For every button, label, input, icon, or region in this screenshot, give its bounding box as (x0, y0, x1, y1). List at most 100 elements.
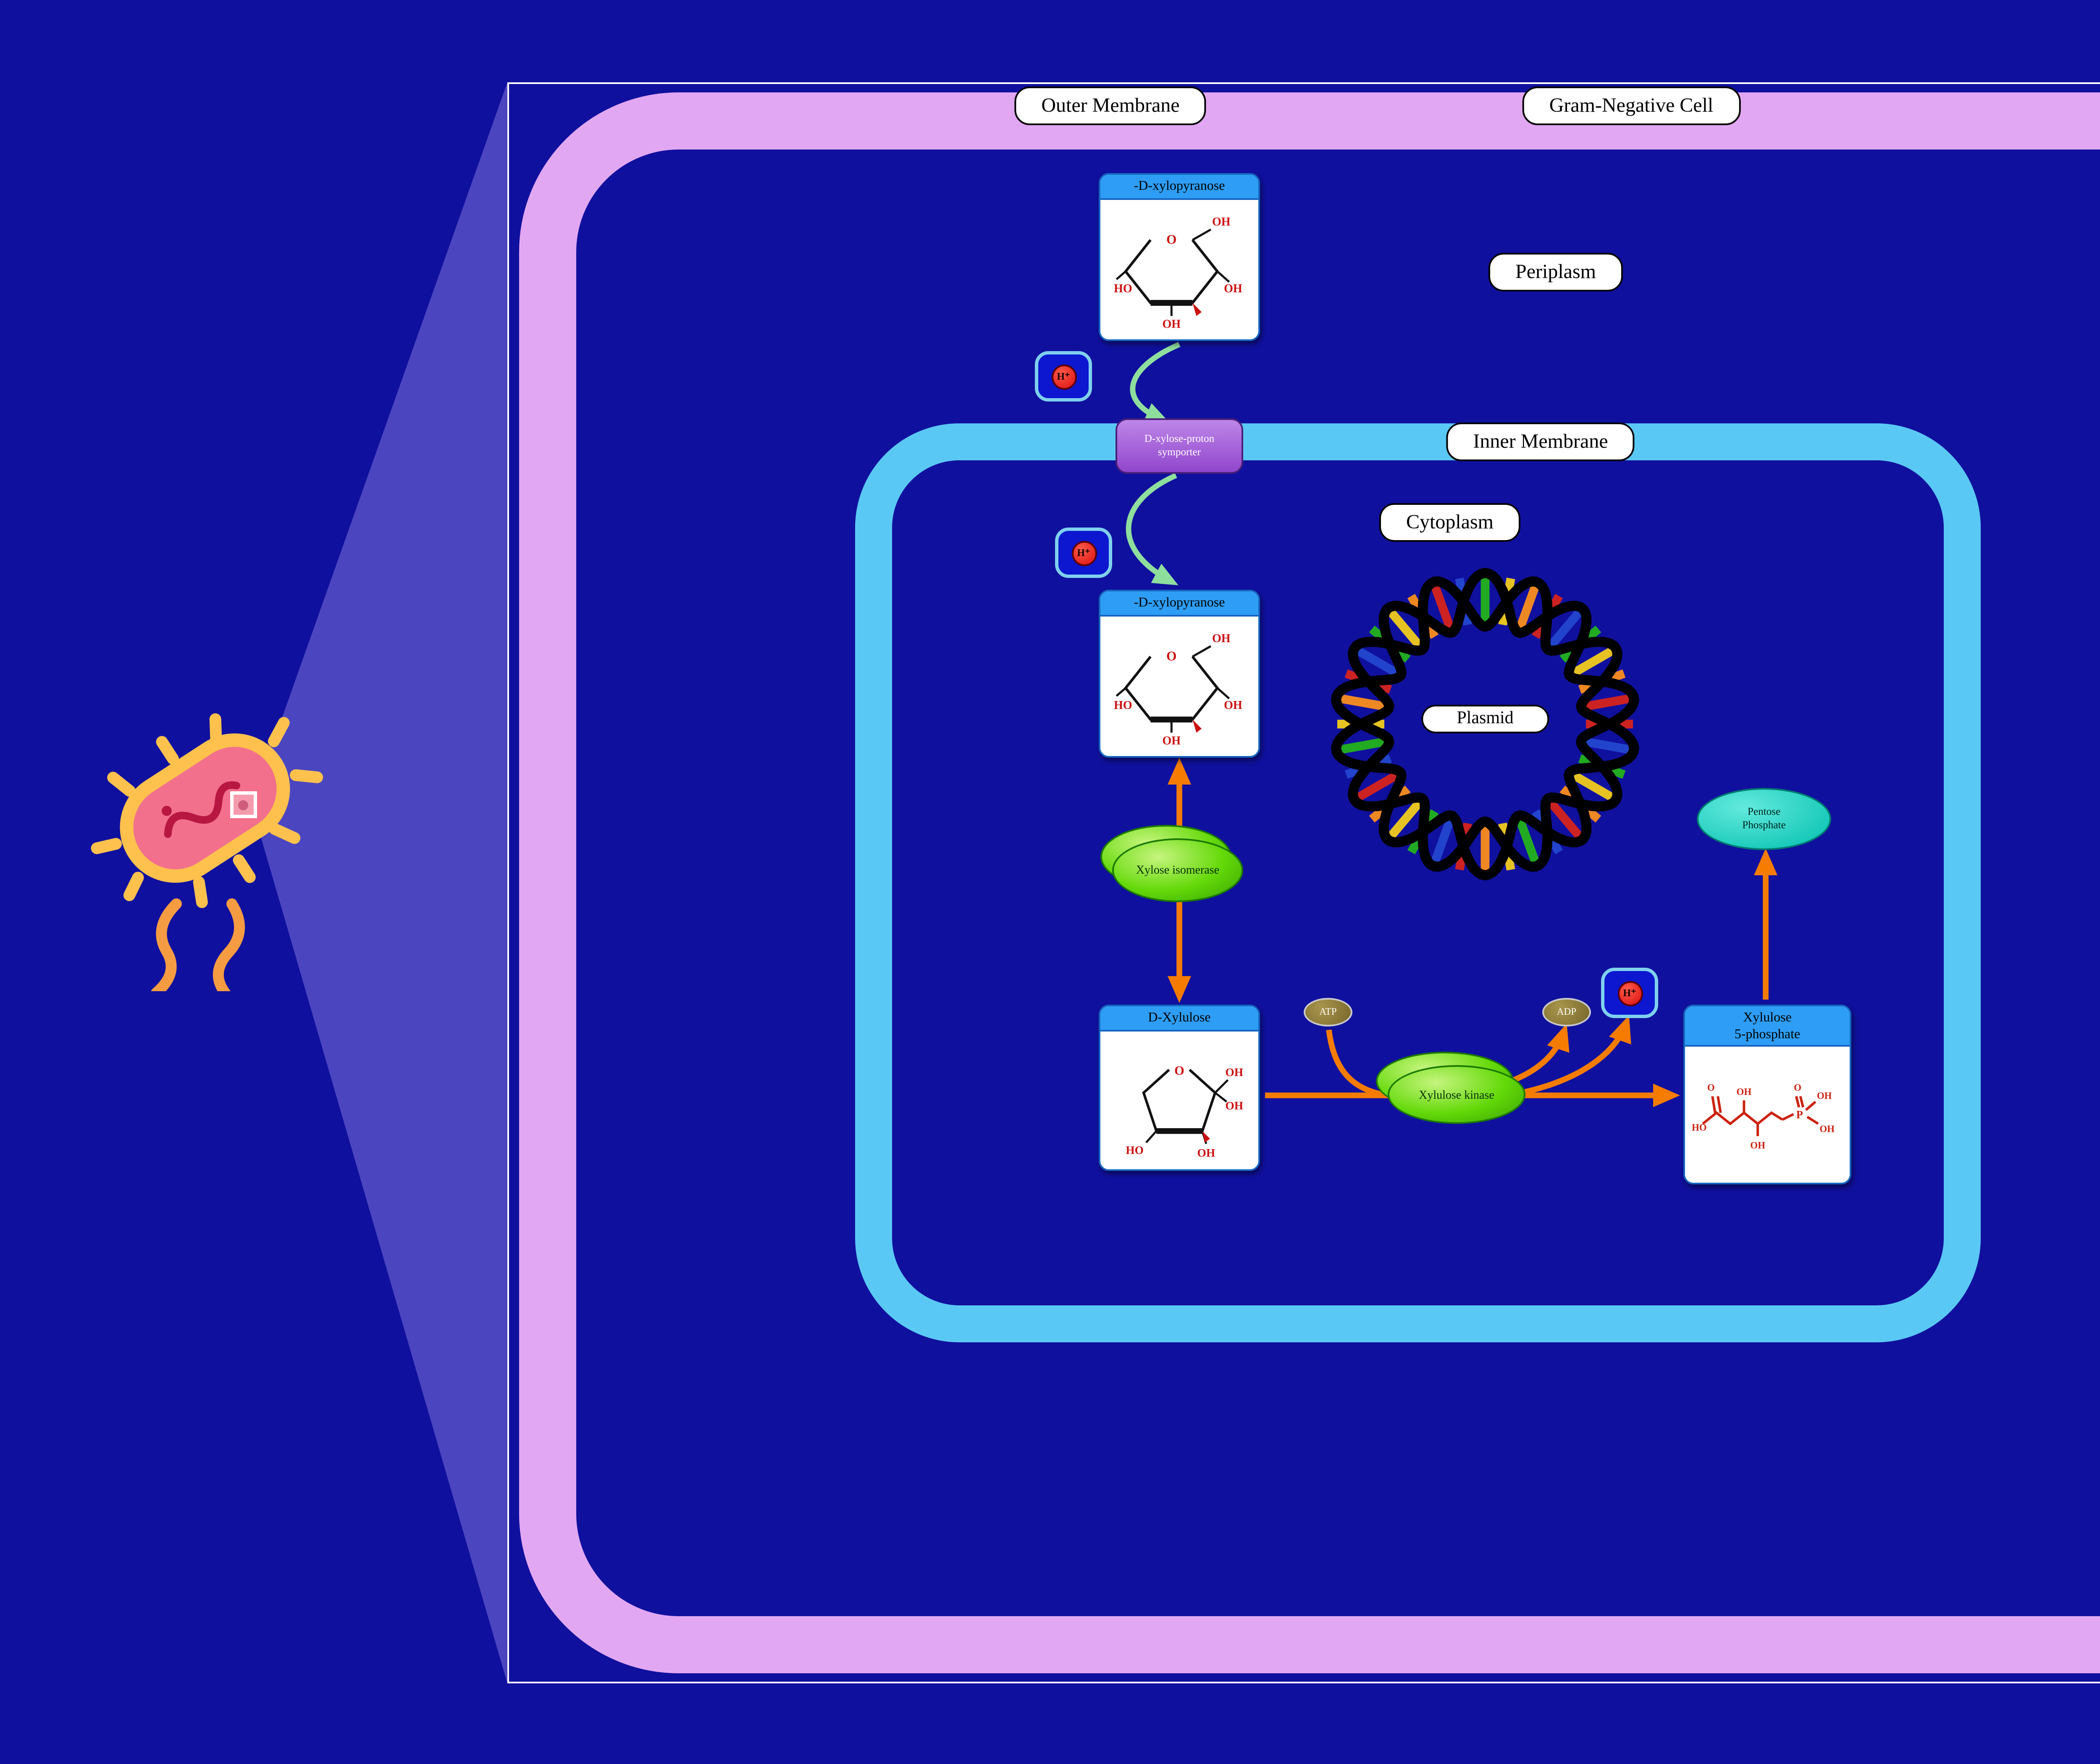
enzyme-xylose-isomerase: Xylose isomerase (1100, 825, 1243, 902)
pentose-line1: Pentose (1747, 806, 1781, 818)
molecule-structure: HO O OH OH P O OH OH (1685, 1047, 1850, 1183)
zoom-beam-triangle (255, 82, 507, 1683)
molecule-title: D-Xylulose (1100, 1006, 1258, 1031)
proton-icon-cytoplasm: H⁺ (1055, 528, 1112, 578)
x5p-title-line2: 5-phosphate (1734, 1026, 1801, 1041)
chem-ho: HO (1114, 283, 1132, 296)
arrow-proton-out (1516, 1015, 1631, 1097)
pentose-line2: Phosphate (1742, 819, 1786, 831)
plasmid-rung (1515, 817, 1540, 865)
label-gram-negative-cell: Gram-Negative Cell (1522, 87, 1740, 125)
flagellum (151, 898, 182, 991)
granule (238, 800, 249, 811)
plasmid-rung (1354, 770, 1400, 802)
cofactor-adp: ADP (1542, 998, 1591, 1026)
molecule-title: -D-xylopyranose (1100, 591, 1258, 616)
chem-oh: OH (1162, 735, 1181, 747)
molecule-box-cytoplasm-xylopyranose: -D-xylopyranose O OH OH OH HO (1099, 590, 1260, 758)
zoom-source-square (230, 791, 257, 818)
arrow-xylose-into-symporter (1130, 342, 1181, 424)
outer-membrane-band (519, 92, 2100, 1673)
x5p-title-line1: Xylulose (1743, 1010, 1792, 1025)
open-chain-phosphate-structure: HO O OH OH P O OH OH (1692, 1082, 1835, 1150)
proton-symbol: H⁺ (1617, 980, 1642, 1005)
plasmid-dna-strand (1331, 567, 1640, 872)
chem-oh: OH (1212, 633, 1231, 646)
molecule-title: Xylulose 5-phosphate (1685, 1006, 1850, 1047)
proton-symbol: H⁺ (1051, 364, 1076, 389)
plasmid-rung (1339, 737, 1387, 754)
plasmid-rung (1583, 737, 1632, 754)
transporter-line2: symporter (1158, 446, 1201, 458)
label-cytoplasm: Cytoplasm (1379, 503, 1521, 542)
label-inner-membrane: Inner Membrane (1446, 423, 1635, 461)
plasmid-rung (1515, 583, 1540, 631)
proton-icon-periplasm: H⁺ (1035, 351, 1092, 402)
pyranose-structure: O OH OH OH HO (1114, 633, 1242, 747)
cofactor-atp: ATP (1304, 998, 1352, 1026)
enzyme-xylulose-kinase: Xylulose kinase (1376, 1052, 1525, 1124)
chem-oh: OH (1737, 1086, 1752, 1096)
pyranose-structure: O OH OH OH HO (1114, 216, 1242, 330)
furanose-structure: O OH OH HO OH (1126, 1063, 1243, 1159)
chem-oh: OH (1817, 1090, 1832, 1100)
flagellum (213, 898, 245, 991)
chem-ho: HO (1114, 699, 1132, 712)
plasmid-dna-ring (1331, 567, 1640, 881)
chem-oh: OH (1224, 699, 1242, 712)
plasmid-rung (1546, 798, 1584, 840)
pili-spikes (91, 713, 323, 908)
molecule-box-d-xylulose: D-Xylulose O OH OH HO OH (1099, 1005, 1260, 1171)
chem-oh: OH (1819, 1123, 1835, 1134)
plasmid-rung (1570, 646, 1616, 678)
bacterium-body-group (91, 713, 323, 908)
plasmid-rung (1546, 608, 1584, 650)
transporter-line1: D-xylose-proton (1144, 433, 1215, 445)
arrow-xylose-into-cytoplasm (1126, 473, 1179, 585)
chem-ho: HO (1126, 1144, 1144, 1156)
molecule-box-xylulose-5-phosphate: Xylulose 5-phosphate HO O (1683, 1005, 1851, 1184)
molecule-title: -D-xylopyranose (1100, 175, 1258, 200)
chem-o: O (1174, 1063, 1184, 1077)
chem-p: P (1796, 1108, 1803, 1120)
molecule-box-periplasm-xylopyranose: -D-xylopyranose O OH OH OH HO (1099, 173, 1260, 341)
plasmid-rung (1354, 646, 1400, 678)
chem-oh: OH (1162, 318, 1181, 330)
plasmid-rung (1339, 694, 1387, 711)
chem-oh: OH (1197, 1146, 1215, 1159)
zoom-frame-outline (507, 82, 2100, 1683)
chem-ho: HO (1692, 1121, 1707, 1132)
plasmid-rung (1386, 608, 1424, 650)
chem-oh: OH (1212, 216, 1231, 229)
chem-oh: OH (1224, 283, 1242, 296)
label-outer-membrane: Outer Membrane (1014, 87, 1207, 125)
plasmid-rung (1430, 583, 1455, 631)
chem-o: O (1166, 649, 1176, 664)
label-plasmid: Plasmid (1421, 705, 1549, 733)
pentose-phosphate-node: Pentose Phosphate (1697, 788, 1831, 850)
xylose-proton-symporter: D-xylose-proton symporter (1116, 418, 1243, 474)
chem-oh: OH (1750, 1139, 1765, 1150)
enzyme-label: Xylulose kinase (1388, 1065, 1525, 1124)
molecule-structure: O OH OH OH HO (1100, 616, 1258, 756)
inner-membrane-band (855, 423, 1981, 1342)
chem-oh: OH (1225, 1066, 1243, 1078)
plasmid-rung (1386, 798, 1424, 840)
bacterium-illustration (91, 713, 323, 991)
proton-symbol: H⁺ (1071, 540, 1096, 565)
label-periplasm: Periplasm (1488, 253, 1623, 291)
bacterium-body (120, 733, 290, 883)
plasmid-rung (1583, 694, 1632, 711)
chem-o: O (1166, 233, 1176, 247)
plasmid-rung (1430, 817, 1455, 865)
nucleoid-squiggle (164, 781, 240, 838)
molecule-structure: O OH OH HO OH (1100, 1031, 1258, 1169)
proton-icon-kinase: H⁺ (1601, 968, 1658, 1018)
enzyme-label: Xylose isomerase (1112, 838, 1243, 902)
arrow-atp-in (1326, 1029, 1389, 1098)
chem-o: O (1794, 1082, 1801, 1092)
